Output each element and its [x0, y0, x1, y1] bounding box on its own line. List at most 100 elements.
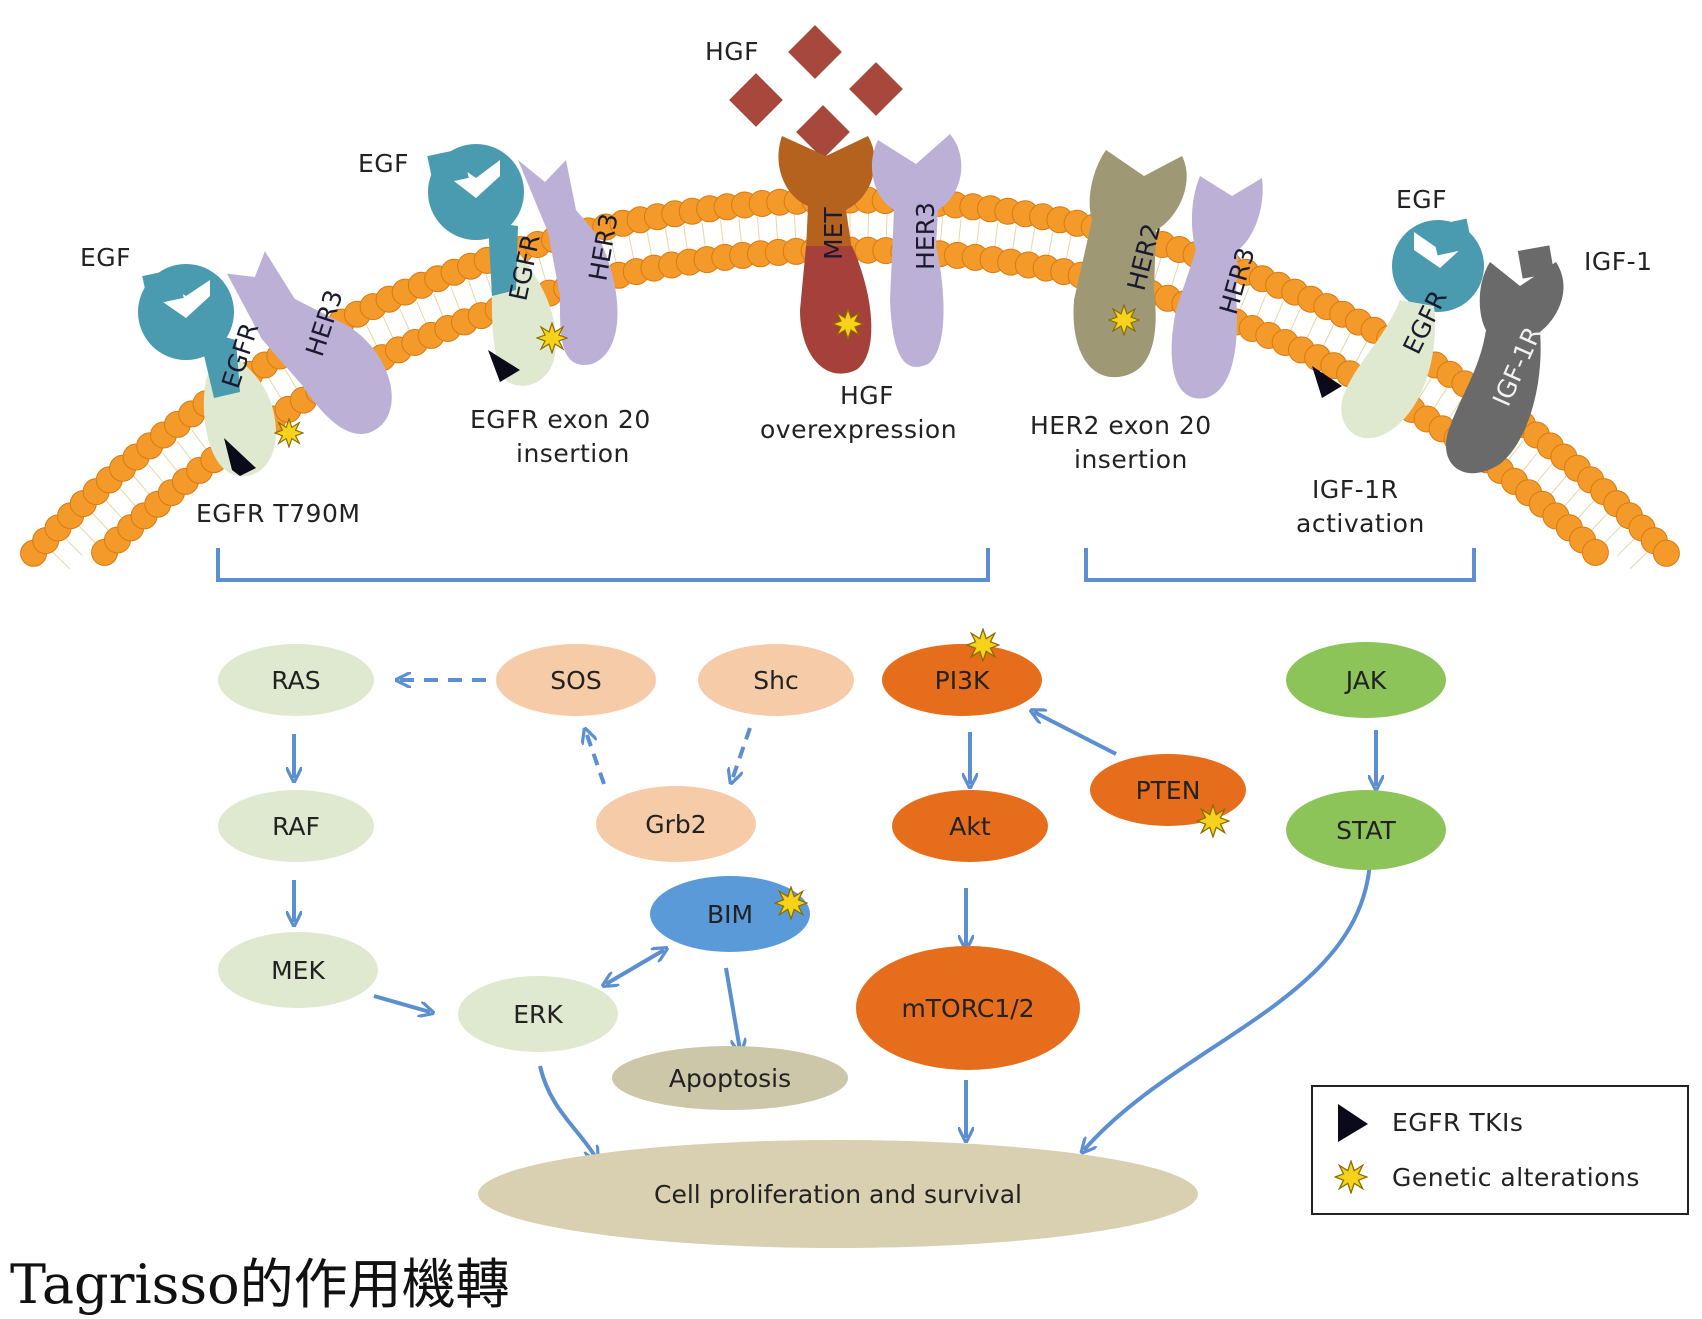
hgf-overexpression-label-line1: HGF — [840, 381, 894, 410]
node-bim — [650, 876, 810, 952]
egfr-stalk — [198, 330, 240, 398]
hgf-ligand-diamond — [788, 25, 842, 79]
node-erk-label: ERK — [513, 1000, 563, 1029]
igf1r-activation-label-line1: IGF-1R — [1312, 475, 1398, 504]
node-mtorc — [856, 946, 1080, 1070]
her2-receptor — [1073, 150, 1187, 378]
arrow-erk-bim — [606, 950, 664, 984]
genetic-alteration-star-icon — [1196, 804, 1230, 838]
node-pten-label: PTEN — [1136, 776, 1201, 805]
met-intracellular-domain — [800, 246, 872, 374]
node-cell-proliferation-label: Cell proliferation and survival — [654, 1180, 1022, 1209]
node-mek — [218, 932, 378, 1008]
node-raf-label: RAF — [272, 812, 320, 841]
legend-tki-triangle-icon — [1338, 1104, 1368, 1142]
her2-exon20-label-line2: insertion — [1074, 445, 1188, 474]
her2-exon20-label-line1: HER2 exon 20 — [1030, 411, 1212, 440]
egfr-her3-dimer-t790m: HER3 EGFR — [138, 251, 392, 477]
node-sos-label: SOS — [550, 666, 601, 695]
tki-triangle-icon — [488, 350, 520, 382]
hgf-ligand-diamond — [849, 62, 903, 116]
egfr-her3-dimer-exon20: HER3 EGFR — [427, 144, 624, 386]
bracket-right — [1084, 548, 1476, 582]
genetic-alteration-star-icon — [1108, 304, 1140, 336]
egf-ligand — [427, 148, 469, 186]
genetic-alteration-star-icon — [832, 308, 864, 340]
pathway-nodes: RAS SOS Shc PI3K JAK RAF Grb2 Akt PTEN S… — [218, 628, 1446, 1248]
node-sos — [496, 644, 656, 716]
pathway-arrows — [294, 680, 1376, 1158]
igf1r-activation-label-line2: activation — [1296, 509, 1425, 538]
node-stat — [1286, 790, 1446, 870]
her3-receptor — [227, 251, 392, 435]
met-her3-dimer: MET HER3 — [778, 134, 962, 374]
arrow-stat-cell — [1084, 861, 1372, 1150]
igf1r-receptor — [1445, 262, 1564, 474]
node-raf — [218, 790, 374, 862]
node-shc-label: Shc — [753, 666, 798, 695]
egf-ligand — [1431, 218, 1473, 256]
egfr-exon20-label-line1: EGFR exon 20 — [470, 405, 651, 434]
node-bim-label: BIM — [707, 900, 753, 929]
egfr-intracellular-domain — [1341, 300, 1436, 439]
arrow-erk-cell — [538, 1065, 596, 1158]
arrow-bim-apoptosis — [724, 967, 740, 1050]
hgf-overexpression-label-line2: overexpression — [760, 415, 957, 444]
membrane-bead — [1652, 539, 1680, 567]
bracket-left — [216, 548, 990, 582]
egfr-exon20-label-line2: insertion — [516, 439, 630, 468]
arrow-grb2-sos — [586, 732, 606, 785]
node-apoptosis-label: Apoptosis — [669, 1064, 791, 1093]
met-extracellular-domain — [778, 136, 875, 250]
figure-caption: Tagrisso的作用機轉 — [10, 1253, 510, 1316]
egf-ligand — [142, 268, 184, 306]
tki-triangle-icon — [224, 438, 256, 476]
node-cell-proliferation — [478, 1140, 1198, 1248]
her3-receptor-label: HER3 — [911, 202, 940, 270]
node-ras — [218, 644, 374, 716]
node-pten — [1090, 754, 1246, 826]
egfr-t790m-label: EGFR T790M — [196, 499, 360, 528]
genetic-alteration-star-icon — [274, 418, 304, 448]
igf1-ligand-label: IGF-1 — [1584, 247, 1653, 276]
legend-genetic-label: Genetic alterations — [1392, 1163, 1640, 1192]
genetic-alteration-star-icon — [774, 886, 808, 920]
node-akt — [892, 790, 1048, 862]
egfr-igf1r-dimer: EGFR IGF-1R — [1312, 218, 1564, 474]
egf-ligand-label-2: EGF — [358, 149, 409, 178]
node-erk — [458, 976, 618, 1052]
node-stat-label: STAT — [1336, 816, 1396, 845]
node-akt-label: Akt — [949, 812, 991, 841]
arrow-pten-pi3k — [1034, 712, 1117, 756]
node-mek-label: MEK — [271, 956, 325, 985]
node-ras-label: RAS — [271, 666, 320, 695]
genetic-alteration-star-icon — [536, 322, 568, 354]
node-grb2-label: Grb2 — [645, 810, 706, 839]
her2-her3-dimer: HER2 HER3 — [1073, 150, 1263, 399]
her3-receptor — [871, 134, 962, 367]
node-jak-label: JAK — [1344, 666, 1387, 695]
egf-ligand-label-1: EGF — [80, 243, 131, 272]
node-apoptosis — [612, 1046, 848, 1110]
legend: EGFR TKIs Genetic alterations — [1311, 1085, 1689, 1215]
legend-box — [1311, 1085, 1689, 1215]
membrane-bead — [1581, 538, 1609, 566]
met-receptor-label: MET — [819, 207, 848, 260]
igf1-ligand — [1517, 245, 1555, 279]
node-mtorc-label: mTORC1/2 — [901, 994, 1034, 1023]
node-shc — [698, 644, 854, 716]
her3-receptor — [518, 160, 618, 365]
node-grb2 — [596, 786, 756, 862]
arrow-mek-erk — [373, 994, 430, 1012]
egf-ligand-label-3: EGF — [1396, 185, 1447, 214]
node-pi3k-label: PI3K — [935, 666, 990, 695]
legend-genetic-star-icon — [1334, 1160, 1368, 1194]
genetic-alteration-star-icon — [966, 628, 1000, 662]
node-pi3k — [882, 644, 1042, 716]
node-jak — [1286, 642, 1446, 718]
egfr-stalk — [488, 222, 518, 296]
legend-tki-label: EGFR TKIs — [1392, 1108, 1523, 1137]
hgf-ligand-diamond — [729, 73, 783, 127]
her3-receptor — [1171, 176, 1263, 399]
